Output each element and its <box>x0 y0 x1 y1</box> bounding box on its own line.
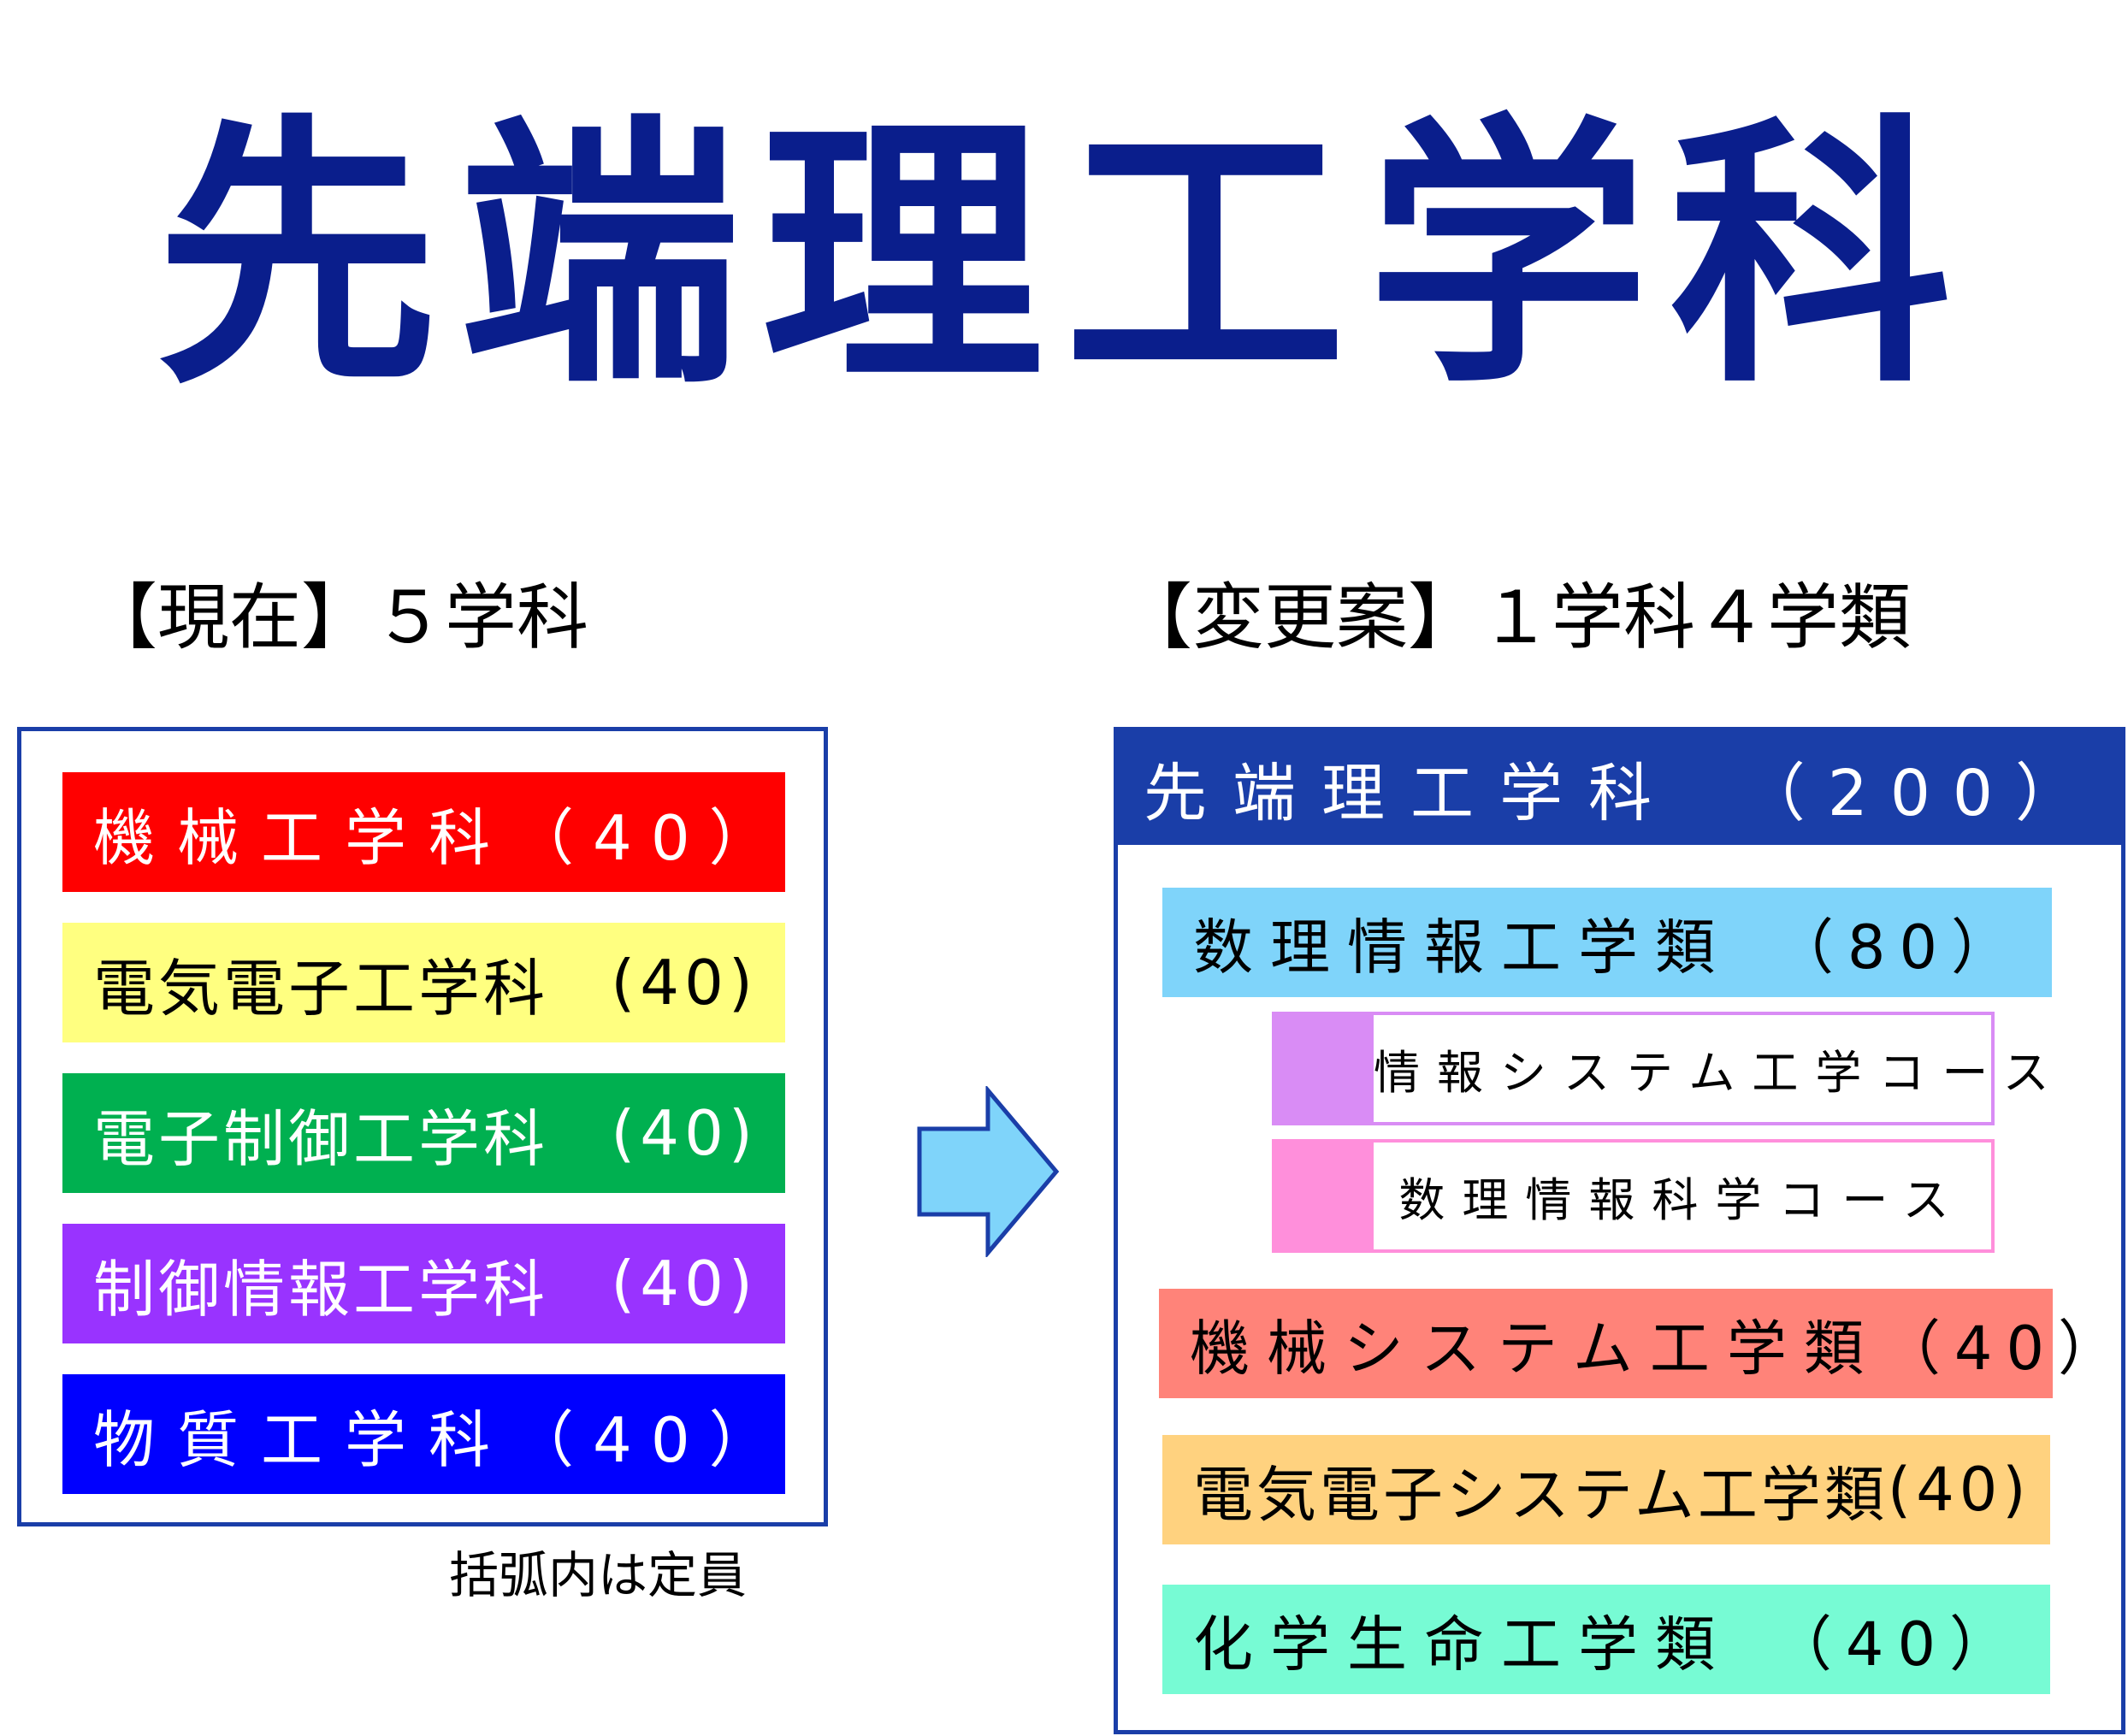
cluster-mathematical-information: 数理情報工学類 （80） <box>1162 888 2052 997</box>
course-mathematical-information-science: 数理情報科学コース <box>1272 1139 1995 1253</box>
department-capacity: (40) <box>611 1248 758 1320</box>
proposal-department-capacity: （200） <box>1741 757 2101 830</box>
course-information-systems: 情報システム工学コース <box>1272 1012 2049 1125</box>
department-label: 電子制御工学科 <box>93 1102 549 1175</box>
cluster-chemistry-life-science: 化学生命工学類 （40） <box>1162 1585 2050 1694</box>
department-control-information: 制御情報工学科 (40) <box>62 1224 785 1343</box>
course-label: 数理情報科学コース <box>1398 1173 1966 1227</box>
course-color-swatch <box>1275 1143 1374 1249</box>
department-capacity: (40) <box>611 947 758 1019</box>
proposal-heading: 【変更案】１学科４学類 <box>1120 576 1912 659</box>
proposal-department-header: 先端理工学科 （200） <box>1118 731 2121 845</box>
department-label: 機械工学科 <box>93 801 513 874</box>
department-mechanical: 機械工学科 （40） <box>62 772 785 892</box>
right-arrow-icon <box>917 1086 1060 1257</box>
department-capacity: （40） <box>512 1403 789 1476</box>
cluster-mechanical-systems: 機械システム工学類 （40） <box>1159 1289 2118 1398</box>
course-label: 情報システム工学コース <box>1374 1046 2066 1100</box>
cluster-electrical-electronic-systems: 電気電子システム工学類 (40) <box>1162 1435 2050 1544</box>
cluster-label: 化学生命工学類 <box>1193 1609 1732 1680</box>
cluster-capacity: (40) <box>1887 1455 2031 1525</box>
cluster-capacity: （40） <box>1880 1313 2128 1384</box>
department-label: 物質工学科 <box>93 1403 513 1476</box>
cluster-label: 機械システム工学類 <box>1190 1313 1881 1384</box>
current-departments-panel: 機械工学科 （40） 電気電子工学科 (40) 電子制御工学科 (40) 制御情… <box>17 727 828 1526</box>
department-capacity: （40） <box>512 801 789 874</box>
cluster-capacity: （80） <box>1773 912 2025 983</box>
cluster-label: 電気電子システム工学類 <box>1193 1459 1888 1530</box>
department-capacity: (40) <box>611 1097 758 1169</box>
department-label: 制御情報工学科 <box>93 1253 549 1326</box>
cluster-label: 数理情報工学類 <box>1193 912 1732 983</box>
main-title: 先端理工学科 <box>156 92 1972 421</box>
proposal-department-label: 先端理工学科 <box>1144 757 1677 830</box>
proposal-panel: 先端理工学科 （200） 数理情報工学類 （80） 情報システム工学コース 数理… <box>1114 727 2125 1734</box>
department-electronic-control: 電子制御工学科 (40) <box>62 1073 785 1193</box>
cluster-capacity: （40） <box>1771 1609 2023 1680</box>
department-materials: 物質工学科 （40） <box>62 1374 785 1494</box>
department-electrical-electronic: 電気電子工学科 (40) <box>62 923 785 1042</box>
current-heading: 【現在】５学科 <box>86 576 589 659</box>
department-label: 電気電子工学科 <box>93 952 549 1024</box>
course-color-swatch <box>1275 1015 1374 1122</box>
capacity-note: 括弧内は定員 <box>449 1546 748 1604</box>
